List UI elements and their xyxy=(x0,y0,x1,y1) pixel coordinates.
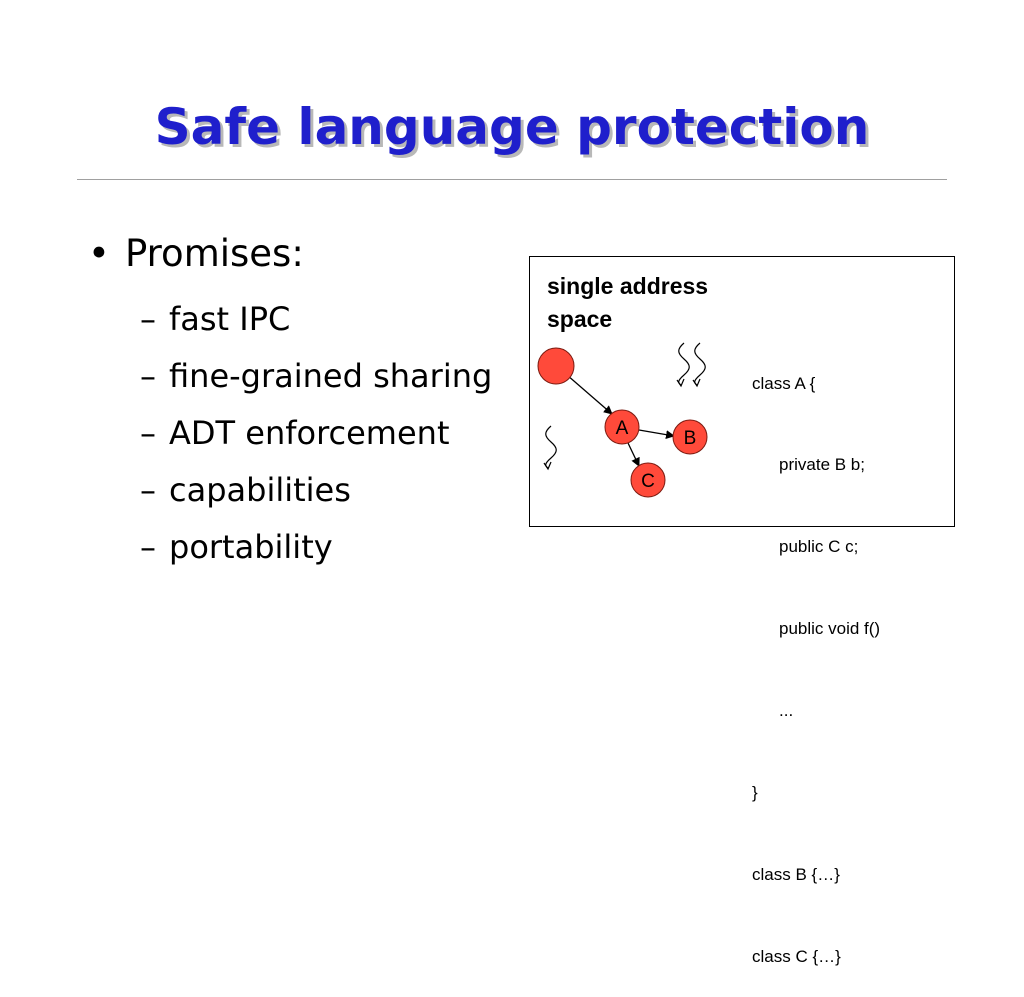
sub-bullet-dash: – xyxy=(140,414,156,452)
bullet-dot: • xyxy=(88,232,110,275)
sub-bullet-text: fine-grained sharing xyxy=(169,357,493,395)
heading-line-2: space xyxy=(547,306,613,332)
code-line: public void f() xyxy=(779,619,881,639)
sub-bullet-text: capabilities xyxy=(169,471,351,509)
address-space-heading: single address space xyxy=(547,270,708,336)
heading-line-1: single address xyxy=(547,273,709,299)
class-code-listing: class A { private B b; public C c; publi… xyxy=(752,315,880,997)
sub-bullet-dash: – xyxy=(140,300,156,338)
code-line: class B {…} xyxy=(752,864,840,884)
sub-bullet-text: fast IPC xyxy=(169,300,291,338)
bullet-label: Promises: xyxy=(125,232,304,275)
code-line: public C c; xyxy=(779,537,859,557)
code-line: } xyxy=(752,783,758,803)
sub-bullet-text: ADT enforcement xyxy=(169,414,450,452)
slide-title: Safe language protection xyxy=(154,98,870,156)
code-line: class A { xyxy=(752,373,816,393)
code-line: ... xyxy=(779,701,794,721)
code-line: class C {…} xyxy=(752,946,841,966)
code-line: private B b; xyxy=(779,455,865,475)
title-divider xyxy=(77,179,947,180)
sub-bullet-dash: – xyxy=(140,471,156,509)
sub-bullet-text: portability xyxy=(169,528,333,566)
sub-bullet-dash: – xyxy=(140,357,156,395)
sub-bullet-dash: – xyxy=(140,528,156,566)
